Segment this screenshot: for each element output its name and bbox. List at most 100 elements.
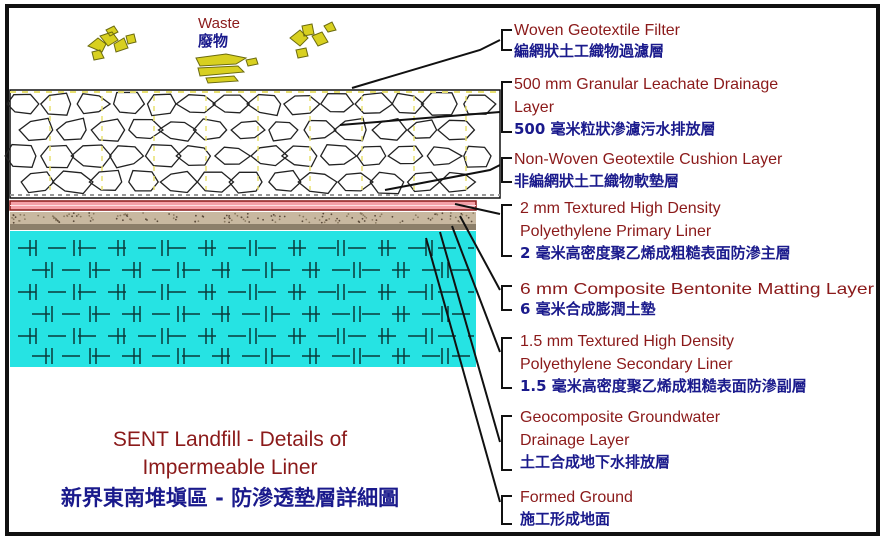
- gravel-stone: [76, 92, 112, 115]
- bracket-granular: [501, 81, 512, 133]
- bentonite-grain: [24, 218, 26, 221]
- bentonite-grain: [55, 219, 57, 222]
- label-woven-en-1: Woven Geotextile Filter: [514, 22, 681, 39]
- gravel-stone: [112, 91, 146, 115]
- gravel-stone: [268, 121, 299, 142]
- bentonite-grain: [234, 212, 237, 215]
- bentonite-grain: [71, 215, 73, 218]
- label-groundwater-zh: 土工合成地下水排放層: [520, 453, 670, 471]
- bentonite-grain: [145, 218, 147, 221]
- bentonite-grain: [236, 214, 239, 217]
- bentonite-grain: [321, 215, 324, 218]
- gravel-stone: [90, 118, 126, 142]
- gravel-stone: [211, 94, 251, 114]
- label-secondary-en-2: Polyethylene Secondary Liner: [520, 356, 733, 373]
- label-primary-zh: 2 毫米高密度聚乙烯成粗糙表面防滲主層: [520, 244, 791, 262]
- bentonite-grain: [14, 216, 17, 219]
- gravel-stone: [4, 143, 37, 168]
- bentonite-grain: [391, 215, 394, 218]
- leader-cushion: [384, 164, 501, 191]
- label-cushion-en-1: Non-Woven Geotextile Cushion Layer: [514, 151, 783, 168]
- gravel-stone: [55, 117, 87, 141]
- gravel-stone: [268, 169, 302, 192]
- bentonite-grain: [467, 216, 470, 219]
- gravel-stone: [426, 146, 464, 166]
- bracket-woven: [501, 29, 512, 51]
- bentonite-grain: [363, 220, 366, 222]
- bentonite-grain: [308, 221, 311, 224]
- gravel-stone: [157, 121, 198, 142]
- bentonite-grain: [371, 219, 374, 221]
- gravel-stone: [213, 146, 252, 165]
- bentonite-grain: [242, 218, 245, 221]
- bentonite-grain: [360, 213, 363, 215]
- label-bentonite-zh: 6 毫米合成膨潤土墊: [520, 300, 656, 318]
- gravel-stone: [463, 94, 497, 115]
- gravel-texture: [4, 91, 497, 195]
- bentonite-grain: [228, 217, 231, 220]
- bentonite-grain: [11, 217, 14, 219]
- bracket-cushion: [501, 157, 512, 183]
- gravel-stone: [51, 170, 94, 195]
- gravel-stone: [356, 145, 387, 167]
- bentonite-grain: [449, 218, 452, 220]
- bentonite-grain: [12, 221, 15, 224]
- bentonite-grain: [72, 212, 75, 215]
- gravel-stone: [463, 145, 492, 168]
- bentonite-grain: [363, 215, 366, 218]
- bentonite-grain: [301, 220, 304, 223]
- bracket-bentonite: [501, 285, 512, 311]
- label-primary-en-2: Polyethylene Primary Liner: [520, 223, 712, 240]
- bentonite-grain: [461, 213, 464, 216]
- bentonite-grain: [130, 219, 133, 221]
- gravel-stone: [18, 117, 54, 142]
- gravel-stone: [406, 119, 438, 139]
- bentonite-grain: [23, 214, 26, 217]
- leader-formed-ground: [425, 237, 501, 503]
- bentonite-grain: [244, 220, 247, 222]
- gravel-stone: [128, 169, 159, 192]
- gravel-stone: [371, 117, 408, 141]
- bentonite-grain: [365, 217, 368, 219]
- secondary-hdpe-liner: [10, 224, 476, 230]
- bentonite-grain: [115, 217, 118, 220]
- bentonite-grain: [246, 212, 249, 215]
- bentonite-grain: [429, 219, 432, 221]
- bentonite-grain: [302, 215, 305, 218]
- leader-bentonite: [459, 215, 501, 291]
- bentonite-grain: [19, 213, 22, 216]
- leader-lines: [339, 39, 501, 503]
- bentonite-grain: [154, 218, 157, 221]
- gravel-stone: [196, 171, 235, 193]
- bentonite-grain: [63, 215, 65, 218]
- bentonite-grain: [58, 221, 61, 224]
- gravel-stone: [297, 172, 338, 195]
- diagram-border: [5, 4, 880, 536]
- bentonite-grain: [126, 215, 129, 218]
- gravel-stone: [108, 145, 145, 169]
- bentonite-grain: [361, 217, 364, 220]
- bentonite-grain: [228, 215, 231, 217]
- label-secondary-zh: 1.5 毫米高密度聚乙烯成粗糙表面防滲副層: [520, 377, 807, 395]
- gravel-stone: [159, 170, 199, 194]
- diagram-title: SENT Landfill - Details of Impermeable L…: [61, 428, 399, 510]
- label-bentonite-en-1: 6 mm Composite Bentonite Matting Layer: [520, 281, 875, 298]
- bentonite-grain: [414, 214, 417, 217]
- bentonite-grain: [336, 217, 338, 220]
- bracket-formed-ground: [501, 495, 512, 525]
- bentonite-grain: [454, 216, 457, 219]
- bentonite-grain: [465, 214, 468, 217]
- gravel-stone: [420, 91, 458, 116]
- bracket-groundwater: [501, 415, 512, 471]
- bentonite-grain: [92, 218, 94, 221]
- gravel-stone: [40, 144, 75, 169]
- bentonite-grain: [338, 219, 341, 222]
- bentonite-grain: [142, 212, 145, 214]
- bentonite-grain: [380, 213, 383, 216]
- bentonite-grain: [116, 215, 119, 217]
- bentonite-grain: [334, 219, 337, 222]
- bentonite-grain: [271, 219, 274, 222]
- bentonite-grain: [401, 220, 404, 223]
- leader-primary: [454, 203, 501, 215]
